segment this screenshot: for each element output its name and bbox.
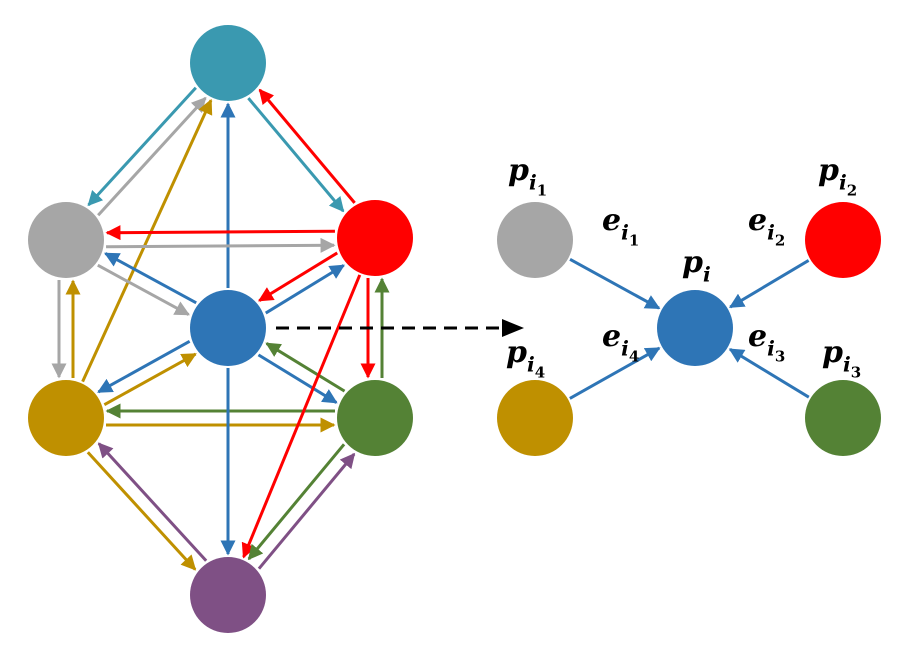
edge-label-4: ei4 xyxy=(602,319,639,366)
neighborhood-edges xyxy=(569,257,810,400)
node-teal xyxy=(190,25,266,101)
neighbor-label-3: pi3 xyxy=(822,335,861,382)
neighbor-label-4: pi4 xyxy=(506,335,545,382)
center-label: pi xyxy=(682,245,711,287)
neighbor-edge-4 xyxy=(569,346,661,400)
edge-gold-to-purple xyxy=(86,451,197,571)
edge-gold-to-blue xyxy=(103,352,197,407)
edge-green-to-purple xyxy=(247,443,346,561)
neighborhood-labels: pi1 ei1 pi2 ei2 pi3 ei3 pi4 ei4 pi xyxy=(506,153,861,382)
edge-blue-to-gray xyxy=(104,252,197,305)
edge-purple-to-gold xyxy=(97,442,208,562)
edge-gray-to-blue xyxy=(97,263,190,316)
edge-gray-to-red xyxy=(106,237,336,253)
dashed-connector-arrow xyxy=(276,319,524,337)
edge-blue-to-gold xyxy=(97,339,191,394)
neighbor-label-1: pi1 xyxy=(508,153,547,200)
edge-teal-to-red xyxy=(247,97,345,213)
neighbor-edge-3 xyxy=(728,348,810,399)
edge-green-to-blue xyxy=(265,342,346,393)
connector-arrowhead xyxy=(502,319,524,337)
neighbor-edge-1 xyxy=(569,257,661,310)
neighborhood-nodes xyxy=(497,202,881,456)
neighbor-edge-2 xyxy=(728,259,810,309)
full-graph-edges xyxy=(51,86,390,571)
neighbor-label-2: pi2 xyxy=(818,153,857,200)
node-gold xyxy=(28,380,104,456)
edge-purple-to-green xyxy=(257,452,356,570)
full-graph-nodes xyxy=(28,25,413,633)
neighbor-node-2 xyxy=(805,202,881,278)
node-purple xyxy=(190,557,266,633)
edge-label-1: ei1 xyxy=(602,203,639,250)
edge-label-3: ei3 xyxy=(748,319,785,366)
node-green xyxy=(337,380,413,456)
node-red xyxy=(337,200,413,276)
edge-red-to-gray xyxy=(105,225,335,241)
neighbor-node-4 xyxy=(497,380,573,456)
center-node xyxy=(657,290,733,366)
edge-gray-to-teal xyxy=(97,96,207,217)
edge-blue-to-green xyxy=(257,353,338,404)
neighbor-node-1 xyxy=(497,202,573,278)
edge-teal-to-gray xyxy=(87,86,197,207)
edge-red-to-blue xyxy=(258,251,339,302)
edge-gold-to-teal xyxy=(81,98,213,383)
edge-label-2: ei2 xyxy=(748,203,785,250)
node-gray xyxy=(28,202,104,278)
edge-red-to-purple xyxy=(241,274,362,559)
neighbor-node-3 xyxy=(805,380,881,456)
edge-red-to-teal xyxy=(258,88,356,204)
edge-blue-to-red xyxy=(264,264,345,315)
node-blue xyxy=(190,290,266,366)
